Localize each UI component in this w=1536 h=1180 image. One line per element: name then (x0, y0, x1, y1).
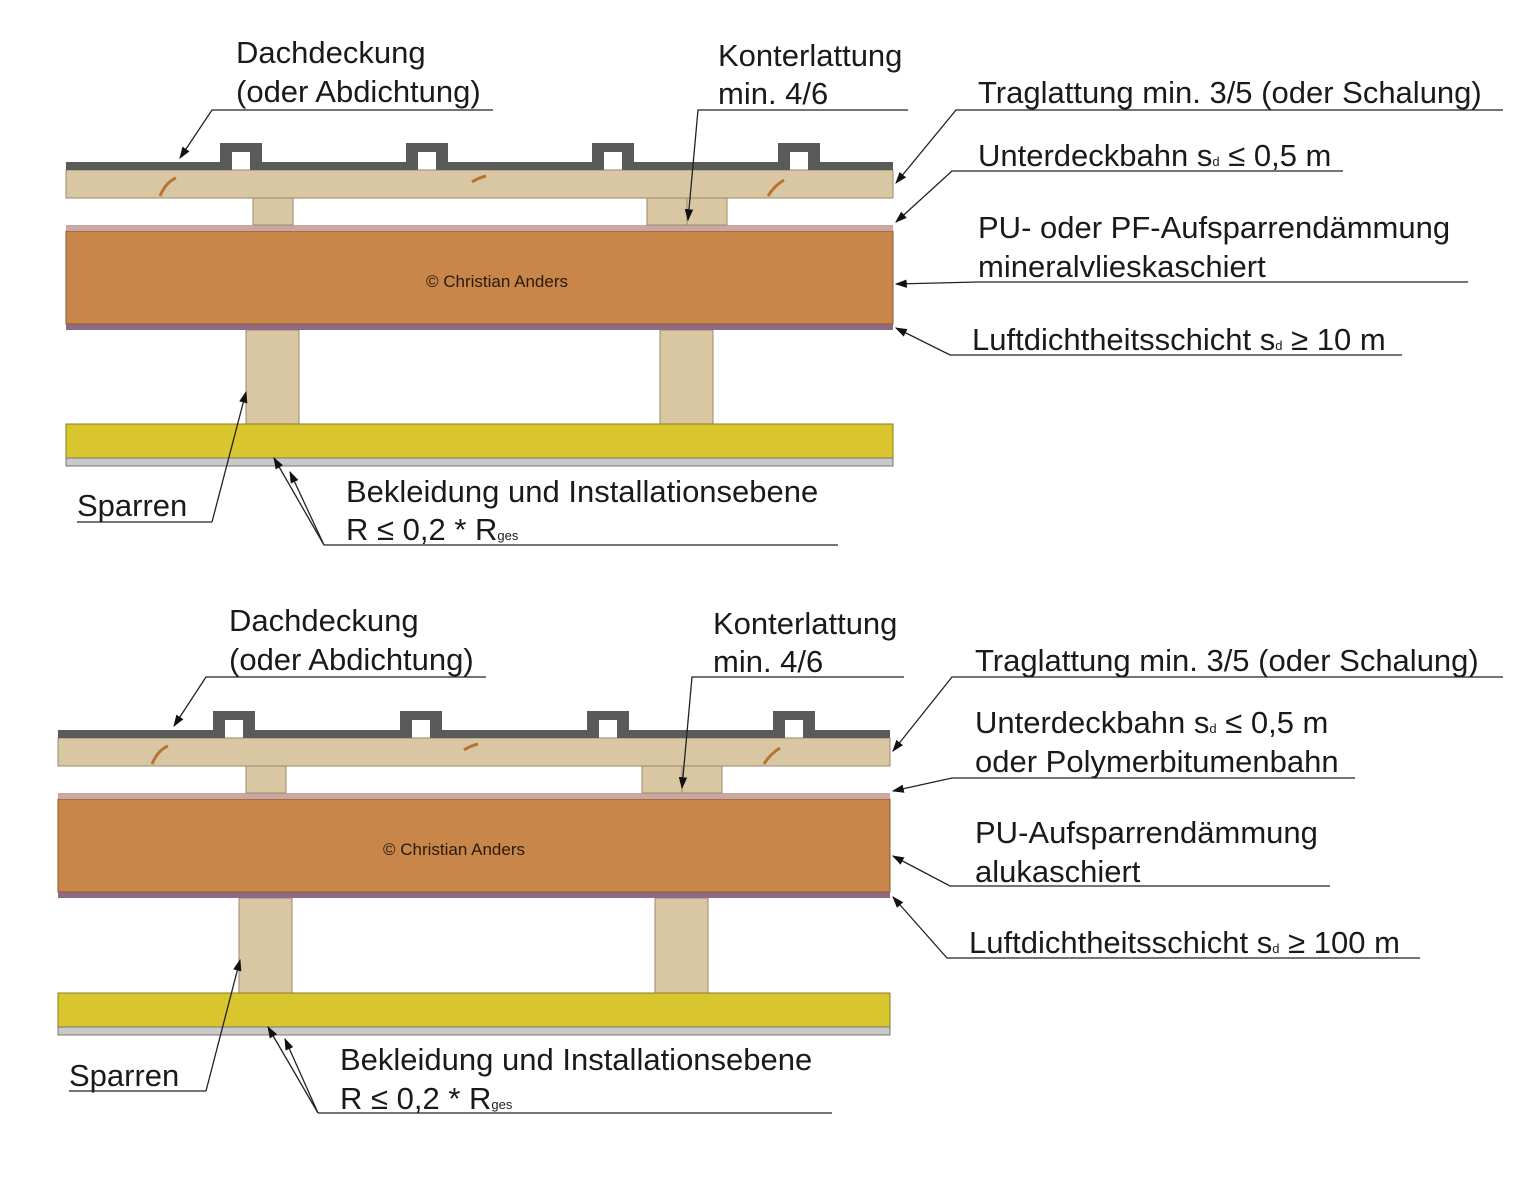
cladding-base (65, 457, 894, 467)
svg-text:Luftdichtheitsschicht sd ≥ 100: Luftdichtheitsschicht sd ≥ 100 m (969, 925, 1400, 960)
svg-text:Sparren: Sparren (69, 1058, 179, 1093)
copyright-text: © Christian Anders (383, 840, 525, 859)
svg-text:Unterdeckbahn sd ≤ 0,5 m: Unterdeckbahn sd ≤ 0,5 m (975, 705, 1328, 740)
counter-batten-right-b (681, 765, 723, 794)
svg-text:alukaschiert: alukaschiert (975, 854, 1141, 889)
svg-text:Sparren: Sparren (77, 488, 187, 523)
svg-text:Konterlattung: Konterlattung (713, 606, 897, 641)
svg-text:Traglattung min. 3/5 (oder Sch: Traglattung min. 3/5 (oder Schalung) (975, 643, 1479, 678)
counter-batten-right-b (686, 197, 728, 226)
svg-text:min. 4/6: min. 4/6 (713, 644, 823, 679)
svg-text:min. 4/6: min. 4/6 (718, 76, 828, 111)
underlay-membrane (58, 793, 890, 799)
svg-text:Unterdeckbahn sd ≤ 0,5 m: Unterdeckbahn sd ≤ 0,5 m (978, 138, 1331, 173)
label-counter-batten: Konterlattung min. 4/6 (678, 606, 904, 790)
diagram-alukaschiert: © Christian Anders Dachdeckung (oder Abd… (57, 603, 1503, 1116)
rafter-left (245, 329, 300, 425)
svg-text:Bekleidung und Installationseb: Bekleidung und Installationsebene (340, 1042, 812, 1077)
svg-text:mineralvlieskaschiert: mineralvlieskaschiert (978, 249, 1266, 284)
cladding-board (57, 992, 891, 1028)
svg-text:Bekleidung und Installationseb: Bekleidung und Installationsebene (346, 474, 818, 509)
diagram-mineralvlies: © Christian Anders Dachdeckung (oder Abd… (65, 35, 1503, 547)
svg-text:Luftdichtheitsschicht sd ≥ 10: Luftdichtheitsschicht sd ≥ 10 m (972, 322, 1386, 357)
svg-text:PU- oder PF-Aufsparrendämmung: PU- oder PF-Aufsparrendämmung (978, 210, 1450, 245)
label-support-batten: Traglattung min. 3/5 (oder Schalung) (892, 643, 1503, 752)
label-insulation: PU-Aufsparrendämmung alukaschiert (891, 815, 1330, 889)
wood-knot (762, 746, 781, 765)
svg-text:(oder Abdichtung): (oder Abdichtung) (229, 642, 474, 677)
label-rafter: Sparren (77, 390, 248, 523)
support-batten (57, 737, 891, 767)
insulation-board (65, 230, 894, 325)
svg-text:R ≤ 0,2 * Rges: R ≤ 0,2 * Rges (340, 1081, 513, 1116)
wood-knot (158, 176, 177, 197)
svg-text:Dachdeckung: Dachdeckung (229, 603, 419, 638)
copyright-text: © Christian Anders (426, 272, 568, 291)
airtight-layer (58, 892, 890, 898)
label-airtight: Luftdichtheitsschicht sd ≥ 100 m (892, 896, 1420, 960)
insulation-board (57, 798, 891, 893)
svg-text:Konterlattung: Konterlattung (718, 38, 902, 73)
label-underlay: Unterdeckbahn sd ≤ 0,5 m (895, 138, 1343, 223)
support-batten (65, 169, 894, 199)
roofing-profile (58, 711, 890, 738)
label-support-batten: Traglattung min. 3/5 (oder Schalung) (895, 75, 1503, 184)
label-roofing: Dachdeckung (oder Abdichtung) (179, 35, 493, 159)
label-insulation: PU- oder PF-Aufsparrendämmung mineralvli… (894, 210, 1468, 288)
label-rafter: Sparren (69, 958, 242, 1093)
label-cladding: Bekleidung und Installationsebene R ≤ 0,… (267, 1025, 832, 1116)
label-cladding: Bekleidung und Installationsebene R ≤ 0,… (273, 456, 838, 547)
rafter-right (659, 329, 714, 425)
svg-text:Dachdeckung: Dachdeckung (236, 35, 426, 70)
label-underlay: Unterdeckbahn sd ≤ 0,5 m oder Polymerbit… (891, 705, 1355, 793)
wood-knot (766, 178, 785, 197)
label-airtight: Luftdichtheitsschicht sd ≥ 10 m (894, 322, 1402, 357)
svg-text:R ≤ 0,2 * Rges: R ≤ 0,2 * Rges (346, 512, 519, 547)
svg-text:Traglattung min. 3/5 (oder Sch: Traglattung min. 3/5 (oder Schalung) (978, 75, 1482, 110)
wood-knot (471, 174, 487, 184)
airtight-layer (66, 324, 893, 330)
wood-knot (150, 744, 169, 765)
counter-batten-right-a (641, 765, 683, 794)
counter-batten-left (252, 197, 294, 226)
counter-batten-left (245, 765, 287, 794)
counter-batten-right-a (646, 197, 688, 226)
wood-knot (463, 742, 479, 752)
svg-text:(oder Abdichtung): (oder Abdichtung) (236, 74, 481, 109)
cladding-base (57, 1026, 891, 1036)
rafter-left (238, 897, 293, 994)
label-roofing: Dachdeckung (oder Abdichtung) (173, 603, 486, 728)
underlay-membrane (66, 225, 893, 231)
svg-text:oder Polymerbitumenbahn: oder Polymerbitumenbahn (975, 744, 1339, 779)
cladding-board (65, 423, 894, 459)
rafter-right (654, 897, 709, 994)
label-counter-batten: Konterlattung min. 4/6 (684, 38, 908, 222)
roofing-profile (66, 143, 893, 170)
svg-text:PU-Aufsparrendämmung: PU-Aufsparrendämmung (975, 815, 1318, 850)
